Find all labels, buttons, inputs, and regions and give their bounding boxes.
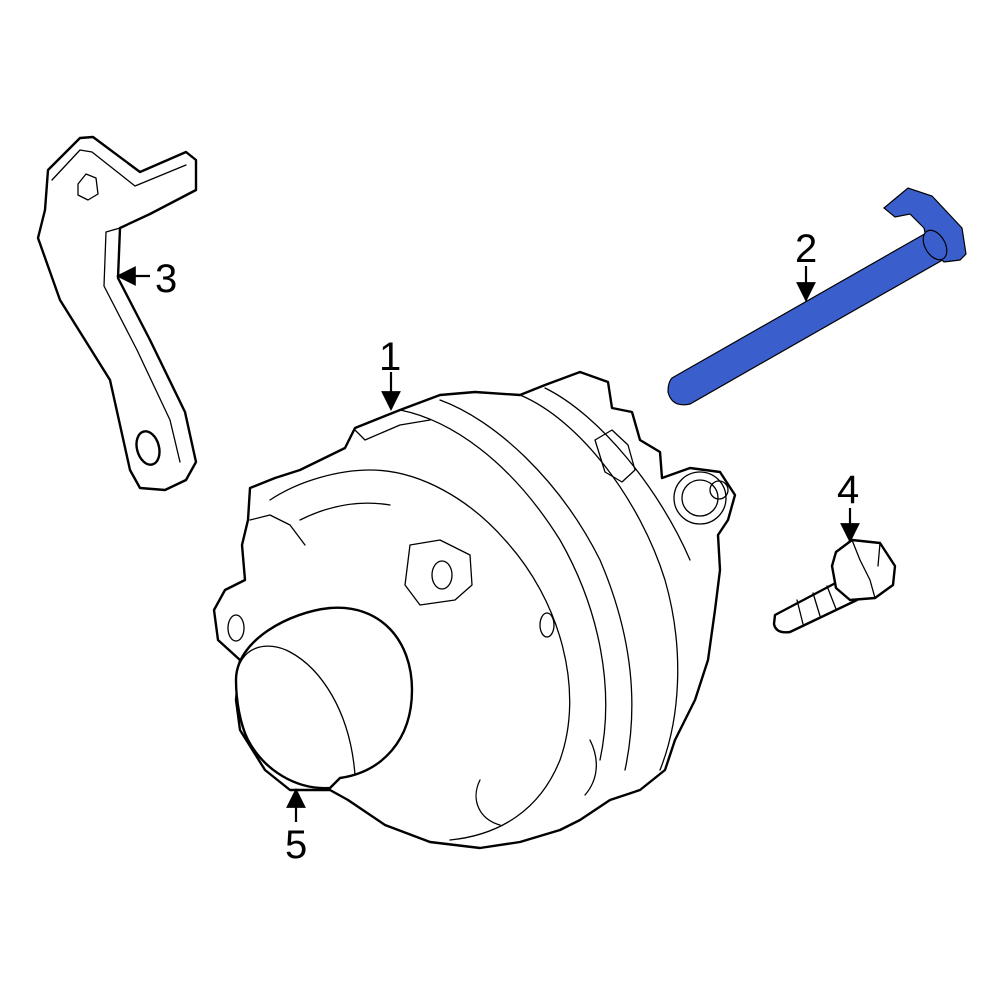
callout-2: 2 bbox=[795, 227, 817, 271]
callout-3: 3 bbox=[155, 257, 177, 301]
callout-5: 5 bbox=[285, 823, 307, 867]
callout-1: 1 bbox=[379, 335, 401, 379]
callout-4: 4 bbox=[837, 468, 859, 512]
long-bolt-shank bbox=[667, 231, 947, 406]
bracket-part[interactable] bbox=[36, 135, 198, 492]
long-bolt-part[interactable] bbox=[667, 187, 967, 406]
pulley-part[interactable] bbox=[234, 606, 414, 790]
short-bolt-part[interactable] bbox=[772, 538, 897, 634]
